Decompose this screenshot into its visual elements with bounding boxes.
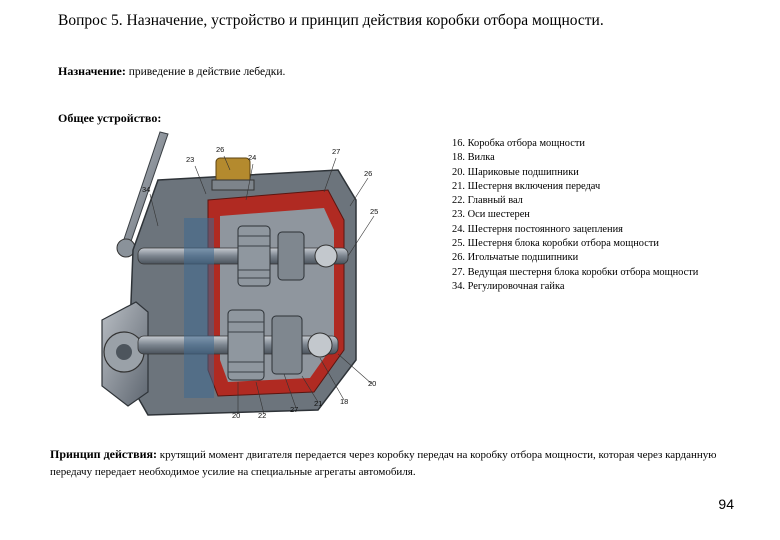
bearing-bottom: [307, 332, 333, 358]
callout-18: 18: [340, 397, 348, 406]
legend-item: 22. Главный вал: [452, 195, 523, 207]
legend-item: 24. Шестерня постоянного зацепления: [452, 223, 623, 235]
callout-25: 25: [370, 207, 378, 216]
parts-legend: 16. Коробка отбора мощности 18. Вилка 20…: [452, 137, 698, 294]
callout-26-right: 26: [364, 169, 372, 178]
legend-item: 18. Вилка: [452, 152, 495, 164]
callout-26-top: 26: [216, 145, 224, 154]
callout-20-right: 20: [368, 379, 376, 388]
callout-27-top: 27: [332, 147, 340, 156]
callout-24: 24: [248, 153, 256, 162]
blue-shaft-section: [184, 218, 214, 398]
callout-21: 21: [314, 399, 322, 408]
principle-paragraph: Принцип действия: крутящий момент двигат…: [50, 446, 740, 481]
legend-item: 26. Игольчатые подшипники: [452, 252, 579, 264]
legend-item: 16. Коробка отбора мощности: [452, 138, 585, 149]
pto-cutaway-illustration: 23 26 24 27 26 34 25 20 22 27 21 18 20: [101, 131, 378, 420]
legend-item: 25. Шестерня блока коробки отбора мощнос…: [452, 238, 659, 250]
callout-20-left: 20: [232, 411, 240, 420]
legend-item: 20. Шариковые подшипники: [452, 166, 579, 178]
purpose-label: Назначение:: [58, 64, 126, 78]
principle-label: Принцип действия:: [50, 447, 157, 461]
page-number: 94: [718, 496, 734, 512]
callout-22: 22: [258, 411, 266, 420]
legend-item: 21. Шестерня включения передач: [452, 180, 601, 192]
legend-item: 27. Ведущая шестерня блока коробки отбор…: [452, 266, 699, 278]
legend-item: 34. Регулировочная гайка: [452, 280, 565, 292]
legend-item: 23. Оси шестерен: [452, 209, 530, 221]
principle-text: крутящий момент двигателя передается чер…: [50, 449, 717, 478]
gear-upper-2: [277, 231, 305, 281]
bearing-top: [314, 244, 338, 268]
callout-34: 34: [142, 185, 150, 194]
gear-lower-2: [271, 315, 303, 375]
callout-27-bottom: 27: [290, 405, 298, 414]
device-heading: Общее устройство:: [58, 111, 162, 125]
callout-23: 23: [186, 155, 194, 164]
gear-lower-1: [227, 309, 265, 381]
page-title: Вопрос 5. Назначение, устройство и принц…: [58, 12, 604, 29]
purpose-line: Назначение: приведение в действие лебедк…: [58, 64, 285, 79]
gear-upper-1: [237, 225, 271, 287]
purpose-text: приведение в действие лебедки.: [128, 66, 286, 78]
